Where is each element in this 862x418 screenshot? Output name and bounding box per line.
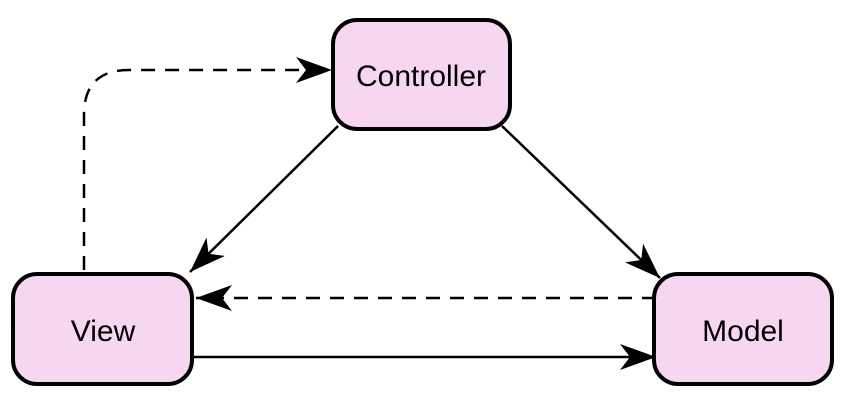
controller-box (331, 18, 512, 131)
controller-label: Controller (356, 60, 486, 93)
node-controller: Controller (331, 18, 512, 131)
edge-controller-to-model (501, 125, 661, 279)
model-label: Model (702, 315, 784, 348)
node-model: Model (652, 272, 834, 386)
view-label: View (71, 315, 136, 348)
view-box (11, 272, 194, 386)
edge-view-to-controller-dashed (82, 57, 332, 270)
model-box (652, 272, 834, 386)
node-view: View (11, 272, 194, 386)
edge-controller-to-view (189, 125, 339, 273)
